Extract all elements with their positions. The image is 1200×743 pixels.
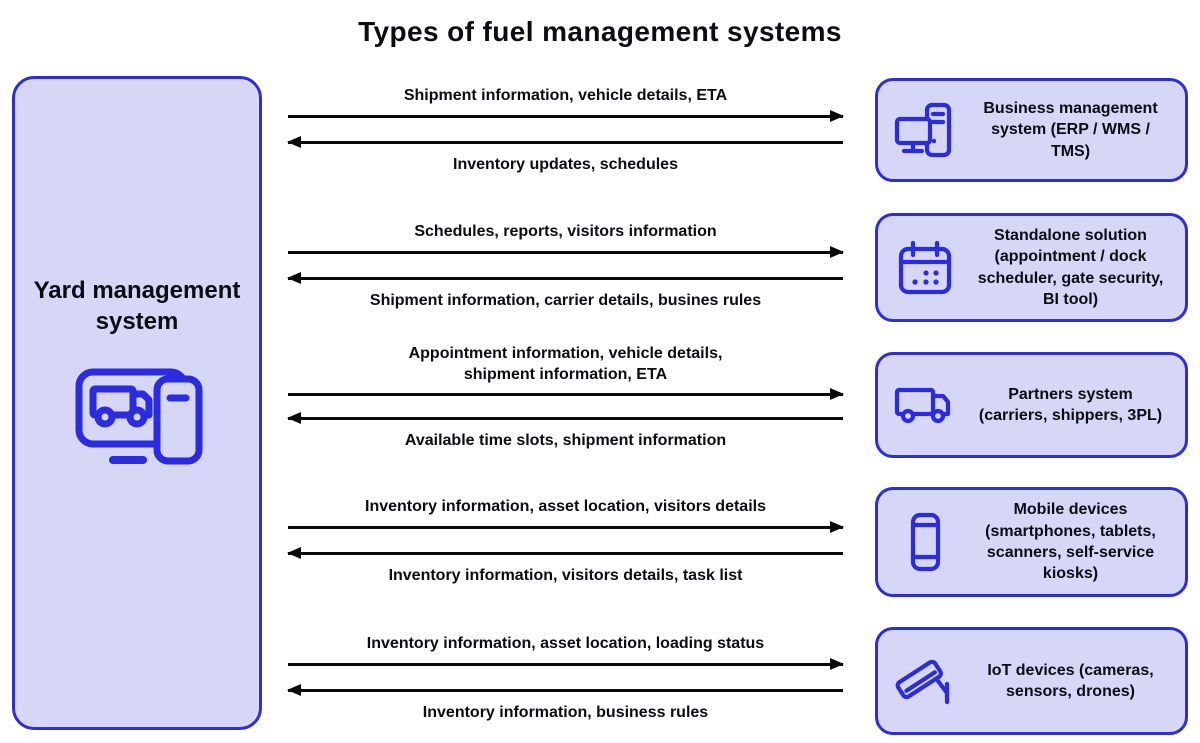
system-box-label: Mobile devices (smartphones, tablets, sc… — [985, 501, 1156, 583]
flow-label-outbound: Schedules, reports, visitors information — [414, 223, 717, 240]
mobile-devices-box: Mobile devices (smartphones, tablets, sc… — [875, 487, 1188, 597]
calendar-icon — [878, 236, 972, 300]
flow-label-inbound: Inventory information, business rules — [422, 704, 709, 721]
flow-label-inbound: Available time slots, shipment informati… — [404, 432, 727, 449]
page-title: Types of fuel management systems — [358, 16, 842, 47]
system-box-label: Business management system (ERP / WMS / … — [983, 100, 1158, 160]
arrow-left — [287, 684, 843, 696]
business-management-system-box: Business management system (ERP / WMS / … — [875, 78, 1188, 182]
flow-label-outbound: Inventory information, asset location, v… — [365, 498, 766, 515]
flow-label-outbound: Appointment information, vehicle details… — [408, 345, 723, 383]
arrow-left — [287, 547, 843, 559]
system-box-label: IoT devices (cameras, sensors, drones) — [987, 661, 1154, 700]
standalone-solution-box: Standalone solution (appointment / dock … — [875, 213, 1188, 322]
system-box-label: Standalone solution (appointment / dock … — [977, 226, 1164, 308]
truck-icon — [878, 373, 972, 437]
flow-label-outbound: Shipment information, vehicle details, E… — [403, 87, 728, 104]
flow-row-mobile-devices: Inventory information, asset location, v… — [287, 497, 844, 593]
flow-label-outbound: Inventory information, asset location, l… — [366, 635, 765, 652]
arrow-right — [288, 388, 844, 400]
arrow-right — [288, 246, 844, 258]
system-box-label: Partners system (carriers, shippers, 3PL… — [978, 385, 1163, 424]
iot-devices-box: IoT devices (cameras, sensors, drones) — [875, 627, 1188, 735]
flow-label-inbound: Inventory information, visitors details,… — [388, 567, 743, 584]
flow-row-partners-system: Appointment information, vehicle details… — [287, 344, 844, 449]
monitor-truck-phone-icon — [71, 367, 203, 476]
arrow-left — [287, 412, 843, 424]
arrow-right — [288, 521, 844, 533]
arrow-left — [287, 136, 843, 148]
flow-row-iot-devices: Inventory information, asset location, l… — [287, 634, 844, 730]
flow-row-business-management: Shipment information, vehicle details, E… — [287, 86, 844, 182]
smartphone-icon — [878, 510, 972, 574]
flow-row-standalone-solution: Schedules, reports, visitors information… — [287, 222, 844, 318]
arrow-right — [288, 110, 844, 122]
desktop-computer-icon — [878, 98, 972, 162]
arrow-right — [288, 658, 844, 670]
arrow-left — [287, 272, 843, 284]
partners-system-box: Partners system (carriers, shippers, 3PL… — [875, 352, 1188, 458]
flow-label-inbound: Inventory updates, schedules — [453, 156, 678, 173]
yard-management-system-box: Yard management system — [12, 76, 262, 730]
yard-management-system-label: Yard management system — [33, 276, 241, 335]
cctv-camera-icon — [878, 649, 972, 713]
flow-label-inbound: Shipment information, carrier details, b… — [369, 292, 762, 309]
